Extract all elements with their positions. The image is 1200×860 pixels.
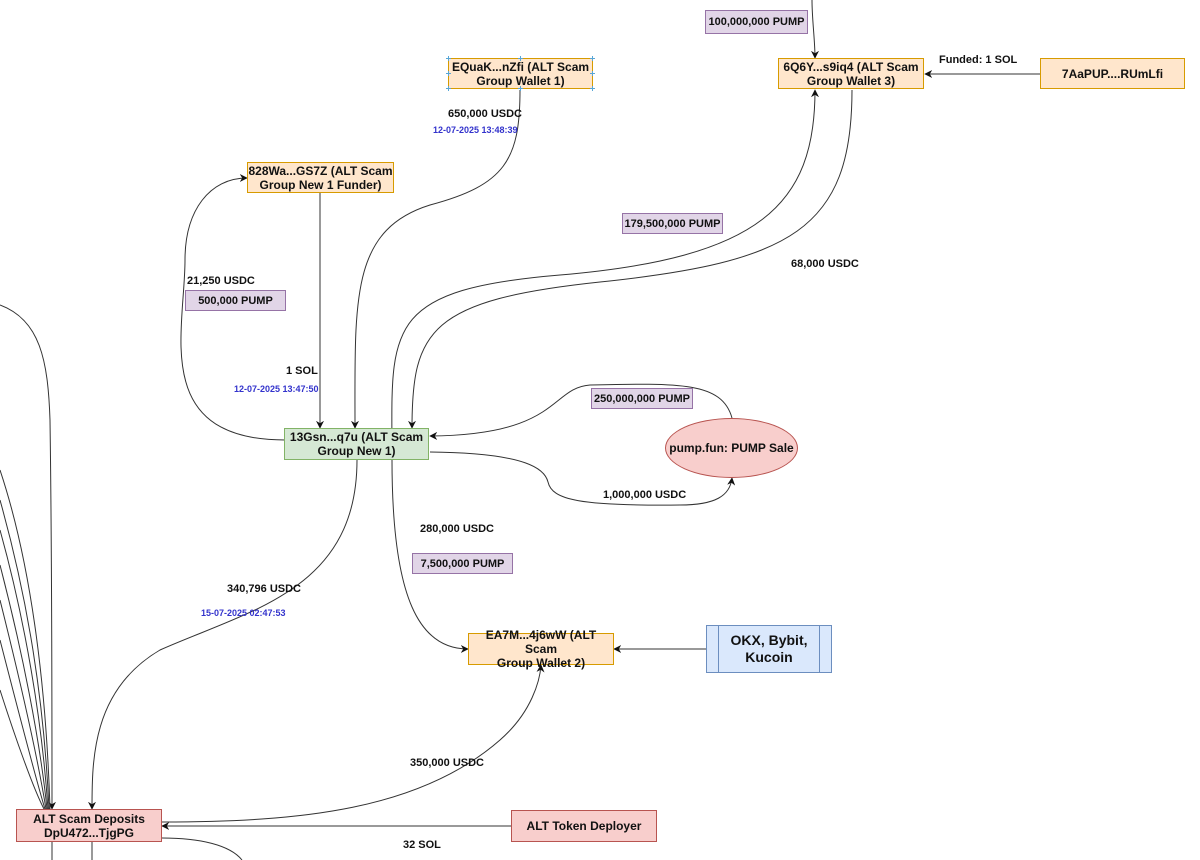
edge-top-to-6q6y — [810, 0, 819, 59]
edge-left-6 — [0, 599, 47, 810]
tag-pump-250m: 250,000,000 PUMP — [591, 388, 693, 409]
node-828wa-funder[interactable]: 828Wa...GS7Z (ALT Scam Group New 1 Funde… — [247, 162, 394, 193]
selection-handle[interactable] — [446, 71, 451, 76]
selection-handle[interactable] — [590, 71, 595, 76]
selection-handle[interactable] — [518, 86, 523, 91]
selection-handle[interactable] — [446, 56, 451, 61]
edge-13gsn-to-ea7m — [391, 459, 469, 653]
label-280000-usdc: 280,000 USDC — [420, 523, 494, 535]
edge-equak-to-13gsn — [350, 89, 521, 429]
node-6q6y-wallet3[interactable]: 6Q6Y...s9iq4 (ALT Scam Group Wallet 3) — [778, 58, 924, 89]
edge-left-8 — [0, 689, 45, 810]
edge-13gsn-to-6q6y — [391, 89, 819, 461]
node-13gsn-new1[interactable]: 13Gsn...q7u (ALT Scam Group New 1) — [284, 428, 429, 460]
node-7aapup[interactable]: 7AaPUP....RUmLfi — [1040, 58, 1185, 89]
exchange-box-left-rule — [718, 625, 719, 673]
edge-13gsn-to-828 — [180, 174, 286, 441]
label-650000-usdc: 650,000 USDC — [448, 108, 522, 120]
label-340796-usdc: 340,796 USDC — [227, 583, 301, 595]
selection-handle[interactable] — [590, 86, 595, 91]
selection-handle[interactable] — [590, 56, 595, 61]
node-exchanges[interactable]: OKX, Bybit, Kucoin — [706, 625, 832, 673]
edge-13gsn-to-deposits — [88, 459, 358, 810]
node-ea7m-wallet2[interactable]: EA7M...4j6wW (ALT Scam Group Wallet 2) — [468, 628, 614, 670]
node-alt-token-deployer[interactable]: ALT Token Deployer — [511, 810, 657, 842]
label-1000000-usdc: 1,000,000 USDC — [603, 489, 687, 501]
tag-pump-500k: 500,000 PUMP — [185, 290, 286, 311]
label-350000-usdc: 350,000 USDC — [410, 757, 484, 769]
edge-left-5 — [0, 564, 48, 810]
selection-handle[interactable] — [446, 86, 451, 91]
exchange-box-right-rule — [819, 625, 820, 673]
edge-6q6y-to-13gsn — [408, 89, 853, 429]
node-equak-wallet1[interactable]: EQuaK...nZfi (ALT Scam Group Wallet 1) — [448, 58, 593, 89]
edge-left-4 — [0, 529, 49, 810]
timestamp-1: 12-07-2025 13:48:39 — [433, 125, 518, 135]
tag-pump-179m: 179,500,000 PUMP — [622, 213, 723, 234]
label-32-sol: 32 SOL — [403, 839, 441, 851]
selection-handle[interactable] — [518, 56, 523, 61]
label-1-sol: 1 SOL — [286, 365, 318, 377]
timestamp-3: 15-07-2025 02:47:53 — [201, 608, 286, 618]
edge-pump-to-13gsn — [429, 383, 733, 440]
label-21250-usdc: 21,250 USDC — [187, 275, 255, 287]
timestamp-2: 12-07-2025 13:47:50 — [234, 384, 319, 394]
edge-deposits-to-ea7m — [161, 664, 545, 823]
edge-bottom-3 — [161, 837, 243, 860]
node-alt-scam-deposits[interactable]: ALT Scam Deposits DpU472...TjgPG — [16, 809, 162, 842]
tag-pump-100m: 100,000,000 PUMP — [705, 10, 808, 34]
edge-left-7 — [0, 639, 46, 810]
label-68000-usdc: 68,000 USDC — [791, 258, 859, 270]
edge-left-2 — [0, 469, 51, 810]
edge-13gsn-to-pump — [429, 451, 736, 506]
label-funded-1-sol: Funded: 1 SOL — [939, 54, 1018, 66]
edge-left-1 — [0, 304, 56, 810]
edge-left-3 — [0, 499, 50, 810]
tag-pump-7-5m: 7,500,000 PUMP — [412, 553, 513, 574]
node-pump-fun-sale[interactable]: pump.fun: PUMP Sale — [665, 418, 798, 478]
